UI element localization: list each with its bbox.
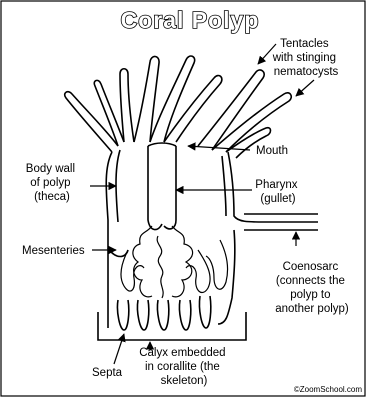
label-septa: Septa [92,367,123,379]
septum-5 [179,300,190,330]
mouth-rim [148,143,176,146]
tentacle-3 [120,69,134,142]
label-pharynx: Pharynx (gullet) [255,179,300,205]
label-coenosarc: Coenosarc (connects the polyp to another… [275,261,349,315]
tentacle-6 [164,76,222,142]
tentacles-arrow-2 [296,80,314,96]
septum-2 [117,300,128,330]
label-body-wall: Body wall of polyp (theca) [26,163,78,203]
body-wall-inner-right [222,156,226,216]
septum-6 [199,296,210,328]
mouth-arrow [188,146,250,150]
pharynx-right [164,146,176,229]
septum-3 [137,300,148,330]
polyp-body [106,143,318,324]
label-mesenteries: Mesenteries [22,245,85,257]
tentacles [65,56,292,158]
mesentery-frill [133,226,193,298]
mesentery-loop-far-right [206,240,228,289]
diagram-title: Coral Polyp [121,7,260,33]
credit-text: ©ZoomSchool.com [294,385,362,394]
mesenteries [121,226,228,298]
tentacle-7 [198,70,264,150]
label-tentacles: Tentacles with stinging nematocysts [272,38,340,78]
label-mouth: Mouth [256,145,288,157]
body-wall-inner-left [116,150,120,222]
pharynx-left [148,146,162,230]
septum-4 [157,300,168,330]
septa-arrow [114,334,124,364]
tentacle-1 [65,92,118,152]
tentacle-8 [212,93,291,152]
label-calyx: Calyx embedded in corallite (the skeleto… [139,347,229,387]
